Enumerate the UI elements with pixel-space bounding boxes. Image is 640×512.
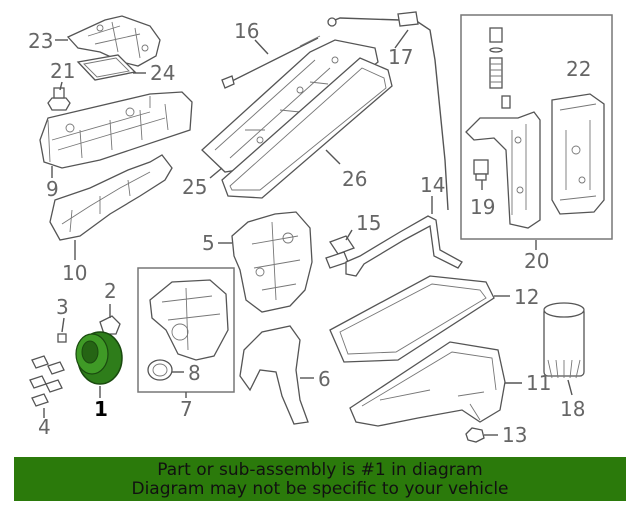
part-11-oil-pan[interactable] (349, 341, 506, 427)
callout-26: 26 (342, 167, 367, 191)
part-4-bolt-set[interactable] (29, 355, 65, 407)
part-8-seal[interactable] (147, 359, 173, 381)
part-21-cap[interactable] (47, 87, 71, 111)
callout-21: 21 (50, 59, 75, 83)
diagram-notice-banner: Part or sub-assembly is #1 in diagram Di… (14, 457, 626, 501)
callout-2: 2 (104, 279, 117, 303)
callout-10: 10 (62, 261, 87, 285)
part-13-drain-plug[interactable] (465, 427, 485, 443)
callout-3: 3 (56, 295, 69, 319)
callout-15: 15 (356, 211, 381, 235)
part-14-pickup-tube[interactable] (345, 215, 463, 277)
part-15-small-bracket[interactable] (325, 235, 355, 269)
part-1-pulley[interactable] (75, 331, 123, 385)
callout-14: 14 (420, 173, 445, 197)
callout-6: 6 (318, 367, 331, 391)
part-10-manifold[interactable] (49, 154, 173, 241)
part-9-valve-cover[interactable] (39, 91, 193, 169)
callout-12: 12 (514, 285, 539, 309)
part-12-pan-gasket[interactable] (329, 275, 495, 363)
part-19-sensor[interactable] (473, 159, 489, 181)
part-24-gasket[interactable] (76, 54, 137, 81)
part-7-rear-cover[interactable] (149, 279, 229, 361)
callout-22: 22 (566, 57, 591, 81)
part-6-gasket[interactable] (239, 325, 309, 425)
callout-4: 4 (38, 415, 51, 439)
callout-23: 23 (28, 29, 53, 53)
callout-7: 7 (180, 397, 193, 421)
callout-25: 25 (182, 175, 207, 199)
callout-24: 24 (150, 61, 175, 85)
notice-line-1: Part or sub-assembly is #1 in diagram (157, 460, 483, 480)
callout-1: 1 (94, 397, 108, 421)
notice-line-2: Diagram may not be specific to your vehi… (131, 479, 509, 499)
part-16-dipstick[interactable] (221, 35, 321, 89)
part-20-oil-cooler-assembly[interactable] (465, 27, 605, 229)
callout-16: 16 (234, 19, 259, 43)
part-3-dowel-pin[interactable] (57, 333, 67, 343)
callout-9: 9 (46, 177, 59, 201)
part-5-front-cover[interactable] (231, 211, 313, 313)
part-17-tube[interactable] (327, 11, 449, 211)
callout-18: 18 (560, 397, 585, 421)
callout-8: 8 (188, 361, 201, 385)
callout-13: 13 (502, 423, 527, 447)
callout-19: 19 (470, 195, 495, 219)
group-box-20 (460, 14, 613, 240)
part-23-bracket[interactable] (66, 15, 161, 67)
callout-11: 11 (526, 371, 551, 395)
part-26-long-gasket[interactable] (221, 57, 393, 199)
callout-20: 20 (524, 249, 549, 273)
callout-5: 5 (202, 231, 215, 255)
callout-17: 17 (388, 45, 413, 69)
part-18-oil-filter[interactable] (543, 302, 585, 379)
part-2-bolt[interactable] (99, 315, 121, 335)
